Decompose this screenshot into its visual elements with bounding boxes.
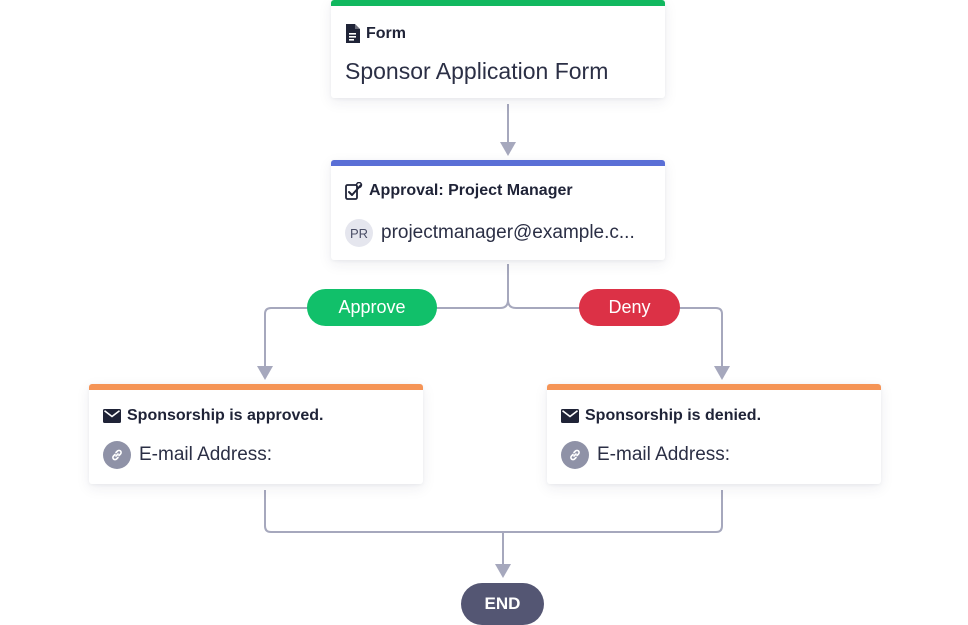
deny-branch-label[interactable]: Deny bbox=[579, 289, 680, 326]
approval-node-header: Approval: Project Manager bbox=[345, 182, 573, 200]
form-node-title: Sponsor Application Form bbox=[345, 58, 608, 85]
approved-email-field-label: E-mail Address: bbox=[139, 444, 273, 465]
approved-email-title: Sponsorship is approved. bbox=[127, 407, 324, 424]
approval-node-bar bbox=[331, 160, 665, 166]
form-node-bar bbox=[331, 0, 665, 6]
approval-node[interactable]: Approval: Project Manager PR projectmana… bbox=[331, 160, 665, 260]
document-icon bbox=[346, 24, 360, 43]
approval-node-type-label: Approval: Project Manager bbox=[369, 182, 573, 199]
denied-email-field: E-mail Address: bbox=[561, 441, 730, 469]
arrow-to-denied bbox=[714, 366, 730, 380]
approved-email-field: E-mail Address: bbox=[103, 441, 272, 469]
denied-email-header: Sponsorship is denied. bbox=[561, 407, 761, 425]
arrow-to-approval bbox=[500, 142, 516, 156]
approved-email-node-bar bbox=[89, 384, 423, 390]
connector-deny-branch bbox=[507, 299, 723, 368]
assignee-avatar: PR bbox=[345, 219, 373, 247]
arrow-to-approved bbox=[257, 366, 273, 380]
denied-email-field-label: E-mail Address: bbox=[597, 444, 731, 465]
approved-email-header: Sponsorship is approved. bbox=[103, 407, 323, 425]
denied-email-title: Sponsorship is denied. bbox=[585, 407, 762, 424]
envelope-icon bbox=[561, 409, 579, 423]
form-node[interactable]: Form Sponsor Application Form bbox=[331, 0, 665, 98]
connector-approve-branch bbox=[264, 299, 509, 368]
approved-email-node[interactable]: Sponsorship is approved. E-mail Address: bbox=[89, 384, 423, 484]
arrow-to-end bbox=[495, 564, 511, 578]
approval-assignee: PR projectmanager@example.c... bbox=[345, 219, 635, 247]
assignee-email: projectmanager@example.c... bbox=[381, 222, 635, 243]
form-node-header: Form bbox=[345, 24, 406, 43]
connector-merge bbox=[264, 490, 723, 533]
approve-branch-label[interactable]: Approve bbox=[307, 289, 437, 326]
link-icon bbox=[561, 441, 589, 469]
envelope-icon bbox=[103, 409, 121, 423]
form-title-text: Sponsor Application Form bbox=[345, 58, 609, 84]
end-node[interactable]: END bbox=[461, 583, 544, 625]
form-node-type-label: Form bbox=[366, 24, 406, 42]
link-icon bbox=[103, 441, 131, 469]
approval-check-icon bbox=[345, 182, 363, 200]
denied-email-node[interactable]: Sponsorship is denied. E-mail Address: bbox=[547, 384, 881, 484]
denied-email-node-bar bbox=[547, 384, 881, 390]
